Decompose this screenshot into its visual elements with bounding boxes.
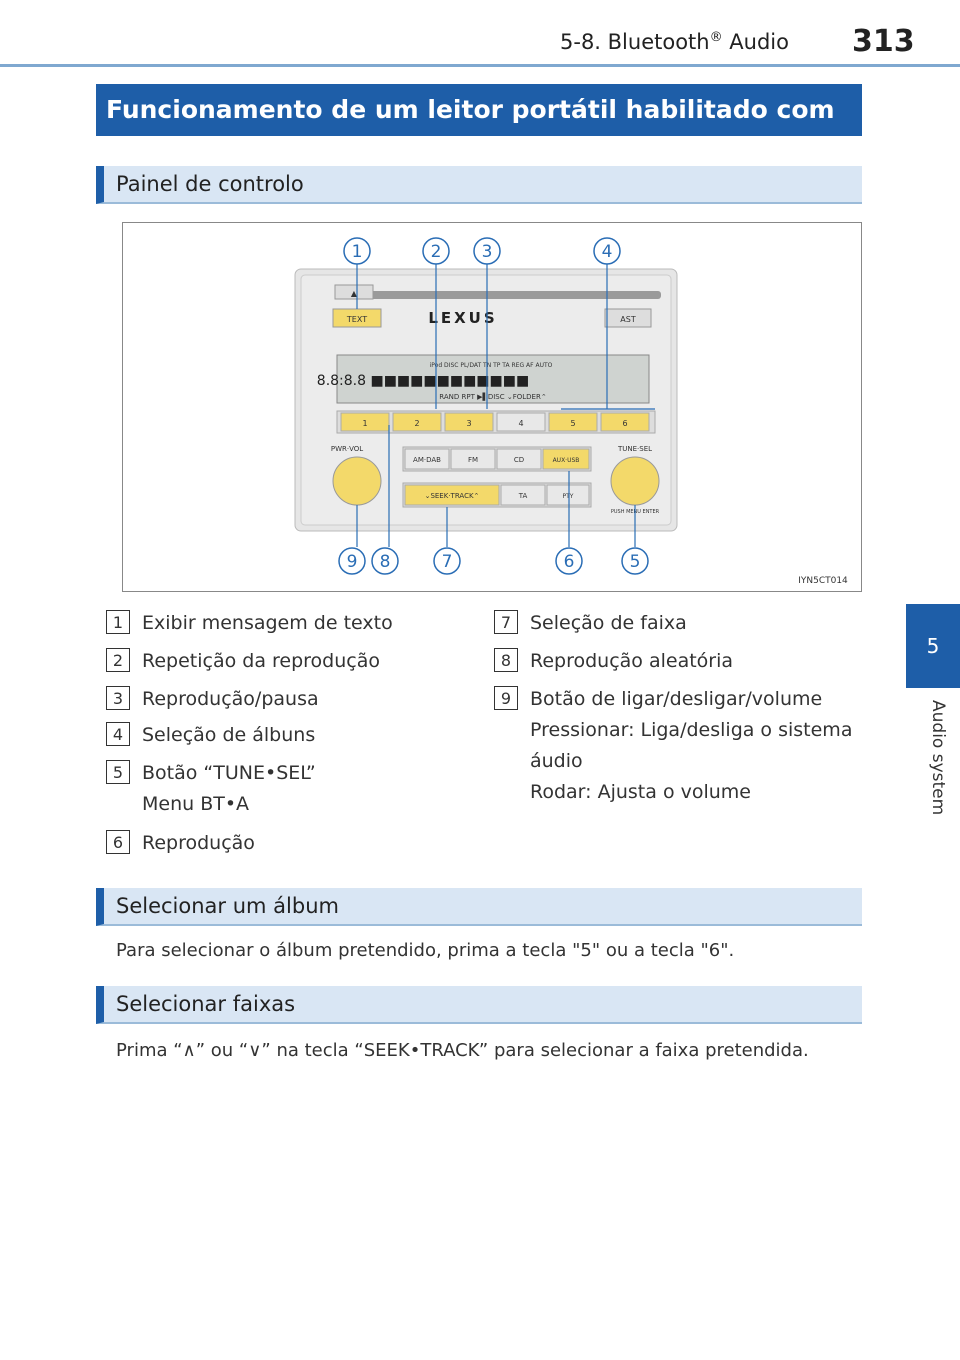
fm-label: FM — [468, 456, 478, 464]
tune-sel-label: TUNE·SEL — [617, 445, 652, 453]
item-number-1: 1 — [106, 610, 130, 634]
am-dab-label: AM·DAB — [413, 456, 441, 464]
tune-sel-knob — [610, 456, 660, 506]
seek-track-label: ⌄SEEK·TRACK⌃ — [425, 492, 480, 500]
display-segments: 8.8:8.8 ■■■■■■■■■■■■ — [317, 373, 529, 389]
callout-circle-9 — [338, 547, 366, 575]
preset-button-6 — [600, 412, 650, 432]
item-number-8: 8 — [494, 648, 518, 672]
callout-lines — [356, 263, 655, 547]
display-top-line: iPod DISC PL/DAT TN TP TA REG AF AUTO — [430, 362, 553, 369]
eject-button — [334, 284, 374, 300]
preset-button-2 — [392, 412, 442, 432]
preset-label-4: 4 — [518, 419, 523, 428]
am-dab-button — [404, 448, 450, 470]
ta-label: TA — [518, 492, 528, 500]
cd-button — [496, 448, 542, 470]
pwr-vol-label: PWR·VOL — [331, 445, 363, 453]
preset-label-2: 2 — [414, 419, 419, 428]
callouts: 1 2 3 4 9 8 7 6 5 — [338, 237, 649, 575]
brand-logo: LEXUS — [428, 309, 497, 327]
running-header: 5-8. Bluetooth® Audio — [560, 30, 789, 54]
callout-circle-3 — [473, 237, 501, 265]
item-number-6: 6 — [106, 830, 130, 854]
preset-button-5 — [548, 412, 598, 432]
audio-panel-illustration: ▲ TEXT LEXUS AST iPod DISC PL/DAT TN TP … — [294, 237, 848, 586]
text-button-label: TEXT — [346, 315, 367, 324]
item-text-7: Seleção de faixa — [530, 612, 687, 634]
fm-button — [450, 448, 496, 470]
section-heading-select-album: Selecionar um álbum — [96, 888, 862, 926]
ast-button — [604, 308, 652, 328]
chapter-tab: 5 — [906, 604, 960, 688]
aux-button — [542, 448, 590, 470]
callout-circle-4 — [593, 237, 621, 265]
audio-panel-figure: ▲ TEXT LEXUS AST iPod DISC PL/DAT TN TP … — [122, 222, 862, 592]
item-text-8: Reprodução aleatória — [530, 650, 734, 672]
preset-label-1: 1 — [362, 419, 367, 428]
ta-button — [500, 484, 546, 506]
chapter-label: Audio system — [928, 700, 948, 816]
callout-circle-2 — [422, 237, 450, 265]
item-text-5: Botão “TUNE•SEL” — [142, 762, 316, 784]
item-text-3: Reprodução/pausa — [142, 688, 319, 710]
item-text-9: Pressionar: Liga/desliga o sistema — [530, 719, 853, 741]
item-text-9: áudio — [530, 750, 583, 772]
page-number: 313 — [852, 24, 915, 59]
callout-number-2: 2 — [431, 242, 442, 262]
item-number-9: 9 — [494, 686, 518, 710]
item-text-2: Repetição da reprodução — [142, 650, 380, 672]
item-number-5: 5 — [106, 760, 130, 784]
preset-buttons: 1 2 3 4 5 6 — [340, 412, 650, 432]
cd-label: CD — [514, 456, 524, 464]
item-text-1: Exibir mensagem de texto — [142, 612, 393, 634]
callout-number-1: 1 — [352, 242, 363, 262]
callout-number-5: 5 — [630, 552, 641, 572]
item-text-9: Botão de ligar/desligar/volume — [530, 688, 823, 710]
eject-label: ▲ — [351, 289, 358, 298]
preset-button-1 — [340, 412, 390, 432]
pty-button — [546, 484, 590, 506]
ast-label: AST — [620, 315, 636, 324]
item-text-9: Rodar: Ajusta o volume — [530, 781, 751, 803]
callout-number-7: 7 — [442, 552, 453, 572]
callout-circle-7 — [433, 547, 461, 575]
callout-circle-1 — [343, 237, 371, 265]
display-bottom-line: RAND RPT ▶▌DISC ⌄FOLDER⌃ — [439, 392, 546, 401]
item-number-7: 7 — [494, 610, 518, 634]
preset-button-4 — [496, 412, 546, 432]
header-rule — [0, 64, 960, 67]
section-heading-select-tracks: Selecionar faixas — [96, 986, 862, 1024]
pty-label: PTY — [563, 493, 574, 500]
callout-number-3: 3 — [482, 242, 493, 262]
item-number-2: 2 — [106, 648, 130, 672]
preset-label-6: 6 — [622, 419, 627, 428]
item-text-5: Menu BT•A — [142, 793, 250, 815]
seek-track-button — [404, 484, 500, 506]
item-number-3: 3 — [106, 686, 130, 710]
item-number-4: 4 — [106, 722, 130, 746]
item-text-4: Seleção de álbuns — [142, 724, 316, 746]
callout-circle-5 — [621, 547, 649, 575]
aux-label: AUX·USB — [553, 457, 580, 464]
tracks-paragraph: Prima “∧” ou “∨” na tecla “SEEK•TRACK” p… — [116, 1040, 809, 1061]
page-title: Funcionamento de um leitor portátil habi… — [96, 84, 862, 182]
lcd-display — [336, 354, 650, 404]
preset-label-3: 3 — [466, 419, 471, 428]
callout-number-9: 9 — [347, 552, 358, 572]
image-code: IYN5CT014 — [798, 576, 848, 586]
preset-label-5: 5 — [570, 419, 575, 428]
pwr-vol-knob — [332, 456, 382, 506]
callout-number-8: 8 — [380, 552, 391, 572]
item-text-6: Reprodução — [142, 832, 255, 854]
callout-number-6: 6 — [564, 552, 575, 572]
callout-circle-6 — [555, 547, 583, 575]
cd-slot — [355, 291, 661, 299]
preset-button-3 — [444, 412, 494, 432]
callout-circle-8 — [371, 547, 399, 575]
album-paragraph: Para selecionar o álbum pretendido, prim… — [116, 940, 735, 961]
callout-number-4: 4 — [602, 242, 613, 262]
section-heading-control-panel: Painel de controlo — [96, 166, 862, 204]
